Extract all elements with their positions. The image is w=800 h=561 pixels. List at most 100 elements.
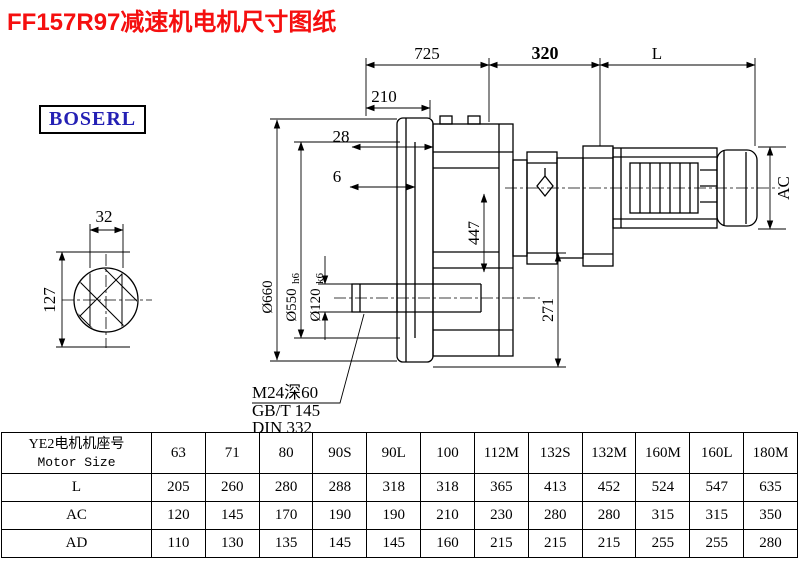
- value-cell: 190: [366, 501, 422, 530]
- note-thread: M24深60: [252, 383, 318, 402]
- gear-housing: [432, 115, 514, 357]
- value-cell: 260: [204, 473, 260, 502]
- dim-spigot: Ø550 h6: [284, 273, 302, 322]
- shaft-end-view: [73, 267, 139, 333]
- motor-size-header-cell: YE2电机机座号 Motor Size: [1, 432, 152, 474]
- dim-flange-od: Ø660: [260, 280, 276, 313]
- note-din332: DIN 332: [252, 418, 312, 432]
- table-header-row: YE2电机机座号 Motor Size 63 71 80 90S 90L 100…: [1, 432, 798, 474]
- thread-leader-line: [252, 313, 365, 404]
- svg-text:127: 127: [40, 287, 59, 313]
- frame-size-col: 63: [151, 432, 206, 474]
- dim-28: 28: [333, 127, 350, 146]
- dimension-lines: [56, 58, 786, 404]
- output-shaft: [351, 283, 482, 313]
- value-cell: 210: [420, 501, 475, 530]
- header-en: Motor Size: [37, 455, 116, 470]
- value-cell: 350: [743, 501, 798, 530]
- motor: [612, 147, 758, 229]
- svg-text:447: 447: [466, 221, 483, 245]
- value-cell: 524: [635, 473, 691, 502]
- frame-size-col: 71: [204, 432, 260, 474]
- boserl-logo: BOSERL: [39, 105, 147, 134]
- value-cell: 145: [366, 529, 422, 558]
- dim-32: 32: [96, 207, 113, 226]
- frame-size-col: 180M: [743, 432, 798, 474]
- frame-size-col: 160L: [689, 432, 745, 474]
- dim-271: 271: [540, 298, 557, 322]
- reducer-flange: [396, 117, 434, 363]
- value-cell: 120: [151, 501, 206, 530]
- value-cell: 318: [420, 473, 475, 502]
- dim-725: 725: [414, 44, 440, 63]
- value-cell: 145: [312, 529, 368, 558]
- svg-text:Ø550: Ø550: [284, 288, 300, 321]
- value-cell: 318: [366, 473, 422, 502]
- svg-text:Ø120: Ø120: [308, 288, 324, 321]
- row-label: AC: [1, 501, 152, 530]
- value-cell: 190: [312, 501, 368, 530]
- table-row-AD: AD 110 130 135 145 145 160 215 215 215 2…: [1, 529, 798, 558]
- coupling-adapter: [512, 145, 614, 267]
- dim-210: 210: [371, 87, 397, 106]
- value-cell: 160: [420, 529, 475, 558]
- frame-size-col: 90L: [366, 432, 422, 474]
- value-cell: 413: [527, 473, 583, 502]
- dim-shaft: Ø120 k6: [308, 273, 326, 322]
- value-cell: 547: [689, 473, 745, 502]
- value-cell: 280: [258, 473, 314, 502]
- value-cell: 452: [581, 473, 637, 502]
- value-cell: 365: [473, 473, 529, 502]
- value-cell: 255: [689, 529, 745, 558]
- dim-6: 6: [333, 167, 342, 186]
- row-label: AD: [1, 529, 152, 558]
- svg-text:Ø660: Ø660: [260, 280, 276, 313]
- frame-size-col: 90S: [312, 432, 368, 474]
- value-cell: 255: [635, 529, 691, 558]
- dimension-labels: 725 320 L 210 28 6 32 127 Ø660 Ø550 h6 Ø…: [40, 43, 793, 322]
- page-title: FF157R97减速机电机尺寸图纸: [7, 9, 337, 36]
- value-cell: 145: [204, 501, 260, 530]
- value-cell: 205: [151, 473, 206, 502]
- frame-size-col: 132S: [527, 432, 583, 474]
- table-row-L: L 205 260 280 288 318 318 365 413 452 52…: [1, 473, 798, 502]
- value-cell: 280: [743, 529, 798, 558]
- value-cell: 215: [527, 529, 583, 558]
- frame-size-col: 160M: [635, 432, 691, 474]
- centerlines: [62, 187, 780, 348]
- frame-size-col: 112M: [473, 432, 529, 474]
- note-gbt145: GB/T 145: [252, 401, 320, 420]
- dim-AC: AC: [774, 176, 793, 200]
- value-cell: 288: [312, 473, 368, 502]
- value-cell: 135: [258, 529, 314, 558]
- value-cell: 110: [151, 529, 206, 558]
- value-cell: 315: [635, 501, 691, 530]
- dim-447: 447: [466, 221, 483, 245]
- value-cell: 170: [258, 501, 314, 530]
- value-cell: 215: [473, 529, 529, 558]
- dim-127: 127: [40, 287, 59, 313]
- row-label: L: [1, 473, 152, 502]
- frame-size-col: 100: [420, 432, 475, 474]
- value-cell: 280: [581, 501, 637, 530]
- value-cell: 280: [527, 501, 583, 530]
- dim-320: 320: [532, 43, 559, 63]
- value-cell: 130: [204, 529, 260, 558]
- value-cell: 230: [473, 501, 529, 530]
- dim-L: L: [652, 44, 662, 63]
- logo-text: BOSERL: [49, 108, 137, 130]
- frame-size-col: 132M: [581, 432, 637, 474]
- svg-text:AC: AC: [774, 176, 793, 200]
- value-cell: 635: [743, 473, 798, 502]
- value-cell: 215: [581, 529, 637, 558]
- value-cell: 315: [689, 501, 745, 530]
- technical-drawing: 725 320 L 210 28 6 32 127 Ø660 Ø550 h6 Ø…: [40, 43, 793, 432]
- table-row-AC: AC 120 145 170 190 190 210 230 280 280 3…: [1, 501, 798, 530]
- svg-text:271: 271: [540, 298, 557, 322]
- svg-text:h6: h6: [290, 273, 302, 285]
- svg-text:k6: k6: [314, 273, 326, 285]
- motor-size-table: YE2电机机座号 Motor Size 63 71 80 90S 90L 100…: [1, 432, 798, 558]
- header-cn: YE2电机机座号: [28, 437, 125, 452]
- notes: M24深60 GB/T 145 DIN 332: [252, 383, 320, 432]
